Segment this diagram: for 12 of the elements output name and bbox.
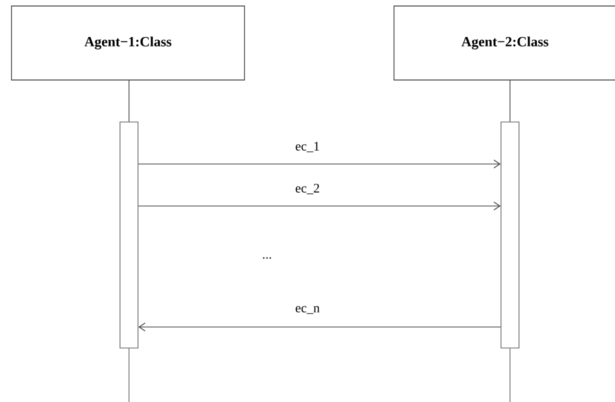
message-arrow xyxy=(138,202,501,210)
message-arrow xyxy=(138,322,501,332)
object-box: Agent−1:Class xyxy=(11,6,245,80)
message-arrow xyxy=(138,160,501,168)
object-box: Agent−2:Class xyxy=(394,6,615,80)
edge-label: ec_2 xyxy=(294,182,321,196)
ellipsis-text: ... xyxy=(263,257,272,259)
activation-bar xyxy=(500,122,520,348)
edge-label: ec_1 xyxy=(294,140,321,154)
edge-label: ec_n xyxy=(294,305,321,315)
lifeline xyxy=(128,80,130,122)
activation-bar xyxy=(120,122,138,348)
